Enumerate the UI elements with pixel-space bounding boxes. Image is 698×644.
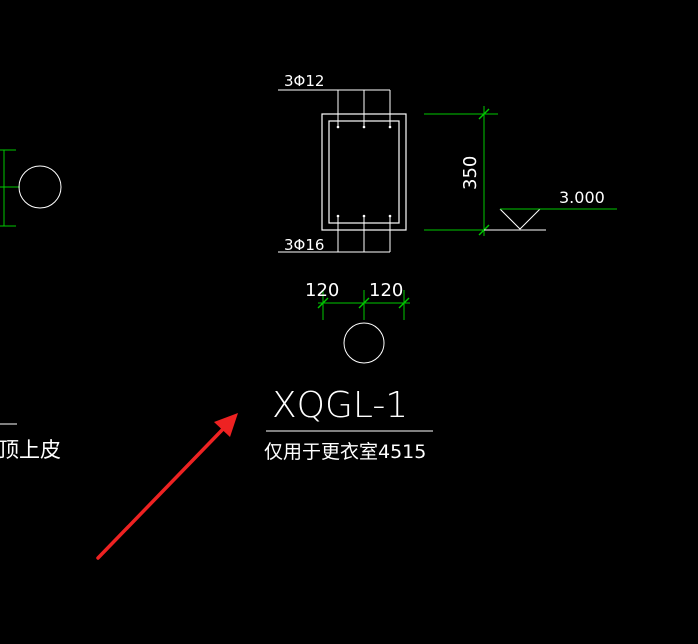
- height-dimension: 350: [424, 106, 498, 236]
- width-dimension: 120 120: [305, 280, 410, 320]
- top-rebar-2: [362, 125, 366, 129]
- left-axis-circle: [18, 165, 62, 209]
- top-rebar-1: [336, 125, 340, 129]
- bottom-rebar-group: 3Φ16: [278, 214, 392, 254]
- beam-section[interactable]: 3Φ12 3Φ16: [278, 72, 407, 254]
- width-dimension-right-text: 120: [369, 280, 403, 301]
- stirrup: [328, 120, 400, 224]
- top-rebar-3: [388, 125, 392, 129]
- width-tick-left: [317, 297, 329, 309]
- width-tick-mid: [358, 297, 370, 309]
- left-partial-detail: 顶上皮: [0, 149, 62, 462]
- top-rebar-label: 3Φ12: [284, 72, 324, 90]
- arrowhead-icon: [214, 413, 238, 437]
- beam-note[interactable]: 仅用于更衣室4515: [264, 441, 426, 463]
- bottom-rebar-2: [362, 214, 366, 218]
- axis-circle: [343, 322, 385, 364]
- beam-title[interactable]: XQGL-1: [272, 385, 408, 426]
- arrow-shaft: [96, 426, 226, 560]
- width-tick-right: [398, 297, 410, 309]
- red-annotation-arrow: [96, 413, 238, 560]
- bottom-rebar-label: 3Φ16: [284, 236, 324, 254]
- elevation-triangle: [499, 208, 541, 230]
- left-note-text: 顶上皮: [0, 438, 61, 462]
- bottom-rebar-3: [388, 214, 392, 218]
- width-dimension-left-text: 120: [305, 280, 339, 301]
- beam-title-block[interactable]: XQGL-1 仅用于更衣室4515: [264, 385, 433, 463]
- elevation-text: 3.000: [559, 188, 605, 207]
- top-rebar-group: 3Φ12: [278, 72, 392, 129]
- beam-outline: [321, 113, 407, 231]
- bottom-rebar-1: [336, 214, 340, 218]
- height-tick-top: [478, 108, 490, 120]
- height-dimension-text: 350: [460, 156, 481, 190]
- elevation-marker: 3.000: [484, 188, 617, 231]
